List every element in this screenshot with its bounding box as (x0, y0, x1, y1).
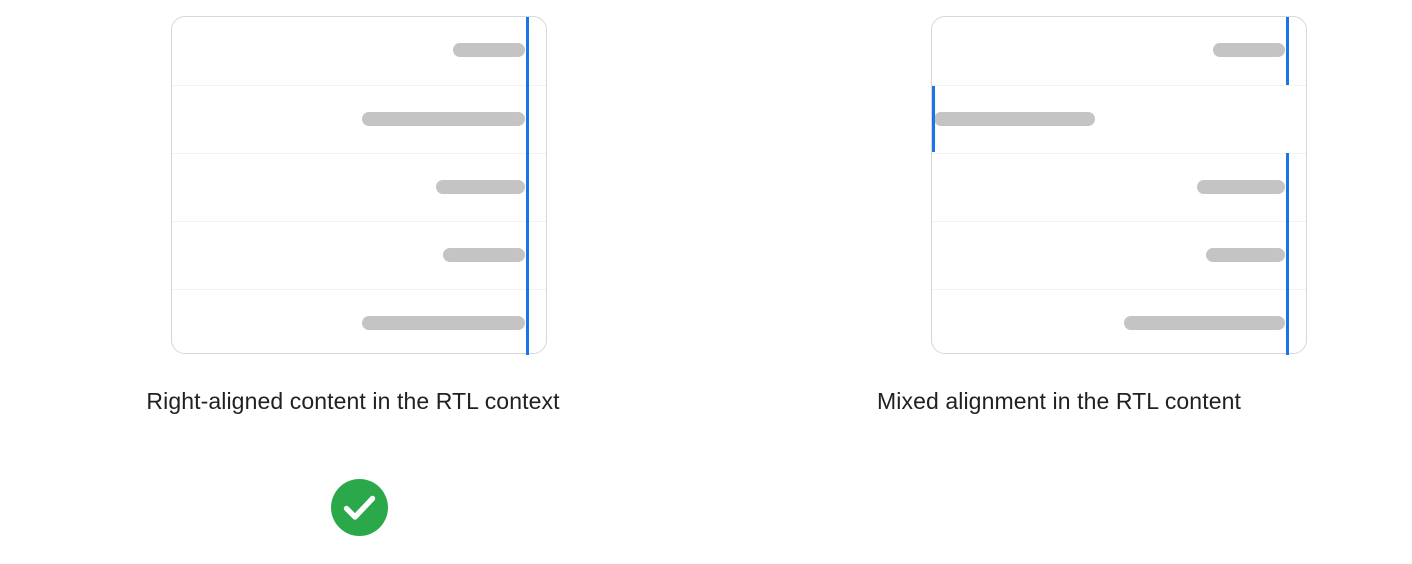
caption-dont: Mixed alignment in the RTL content (877, 388, 1241, 414)
alignment-guide (1286, 17, 1289, 85)
row-separator (932, 85, 1306, 86)
rtl-layout-card-do (171, 16, 547, 355)
alignment-guide (1286, 153, 1289, 355)
example-dont: Mixed alignment in the RTL content (706, 0, 1412, 564)
check-badge (331, 479, 388, 536)
row-separator (172, 289, 546, 290)
card-content-area-dont (932, 17, 1306, 353)
row-separator (932, 221, 1306, 222)
content-bar (453, 43, 525, 57)
content-bar (443, 248, 525, 262)
content-bar (1124, 316, 1285, 330)
alignment-guide (932, 86, 935, 152)
caption-do: Right-aligned content in the RTL context (146, 388, 560, 414)
content-bar (436, 180, 525, 194)
rtl-layout-card-dont (931, 16, 1307, 355)
content-bar (362, 112, 525, 126)
example-do: Right-aligned content in the RTL context (146, 16, 560, 536)
row-separator (932, 289, 1306, 290)
row-separator (172, 85, 546, 86)
content-bar (1197, 180, 1285, 194)
content-bar (934, 112, 1095, 126)
content-bar (1206, 248, 1285, 262)
alignment-guide (526, 17, 529, 355)
content-bar (362, 316, 525, 330)
card-content-area-do (172, 17, 546, 353)
content-bar (1213, 43, 1285, 57)
row-separator (172, 153, 546, 154)
row-separator (172, 221, 546, 222)
row-separator (932, 153, 1306, 154)
